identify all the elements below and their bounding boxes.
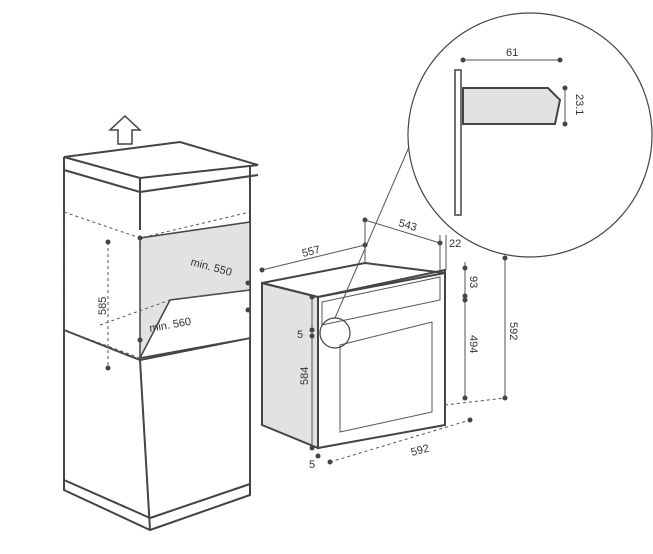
detail-width-label: 61 (506, 47, 518, 59)
panel-height-label: 93 (467, 276, 479, 288)
front-thickness-label: 22 (449, 238, 461, 250)
oven-total-depth-label: 557 (301, 244, 322, 260)
dimensions: 557 543 22 93 494 592 5 584 5 592 (259, 217, 519, 471)
detail-height-label: 23.1 (573, 94, 585, 115)
door-height-label: 494 (467, 335, 479, 353)
cabinet: 585 min. 550 min. 560 (63, 140, 259, 532)
detail-magnifier: 61 23.1 (407, 12, 653, 258)
oven-depth-label: 543 (397, 217, 418, 234)
oven-height-label: 592 (507, 322, 519, 340)
body-height-label: 584 (299, 367, 311, 385)
oven (261, 139, 446, 450)
bottom-gap-label: 5 (309, 459, 315, 471)
arrow-up-icon (108, 114, 142, 145)
side-gap-label: 5 (297, 329, 303, 341)
oven-width-label: 592 (410, 443, 431, 459)
niche-height-label: 585 (97, 297, 109, 315)
